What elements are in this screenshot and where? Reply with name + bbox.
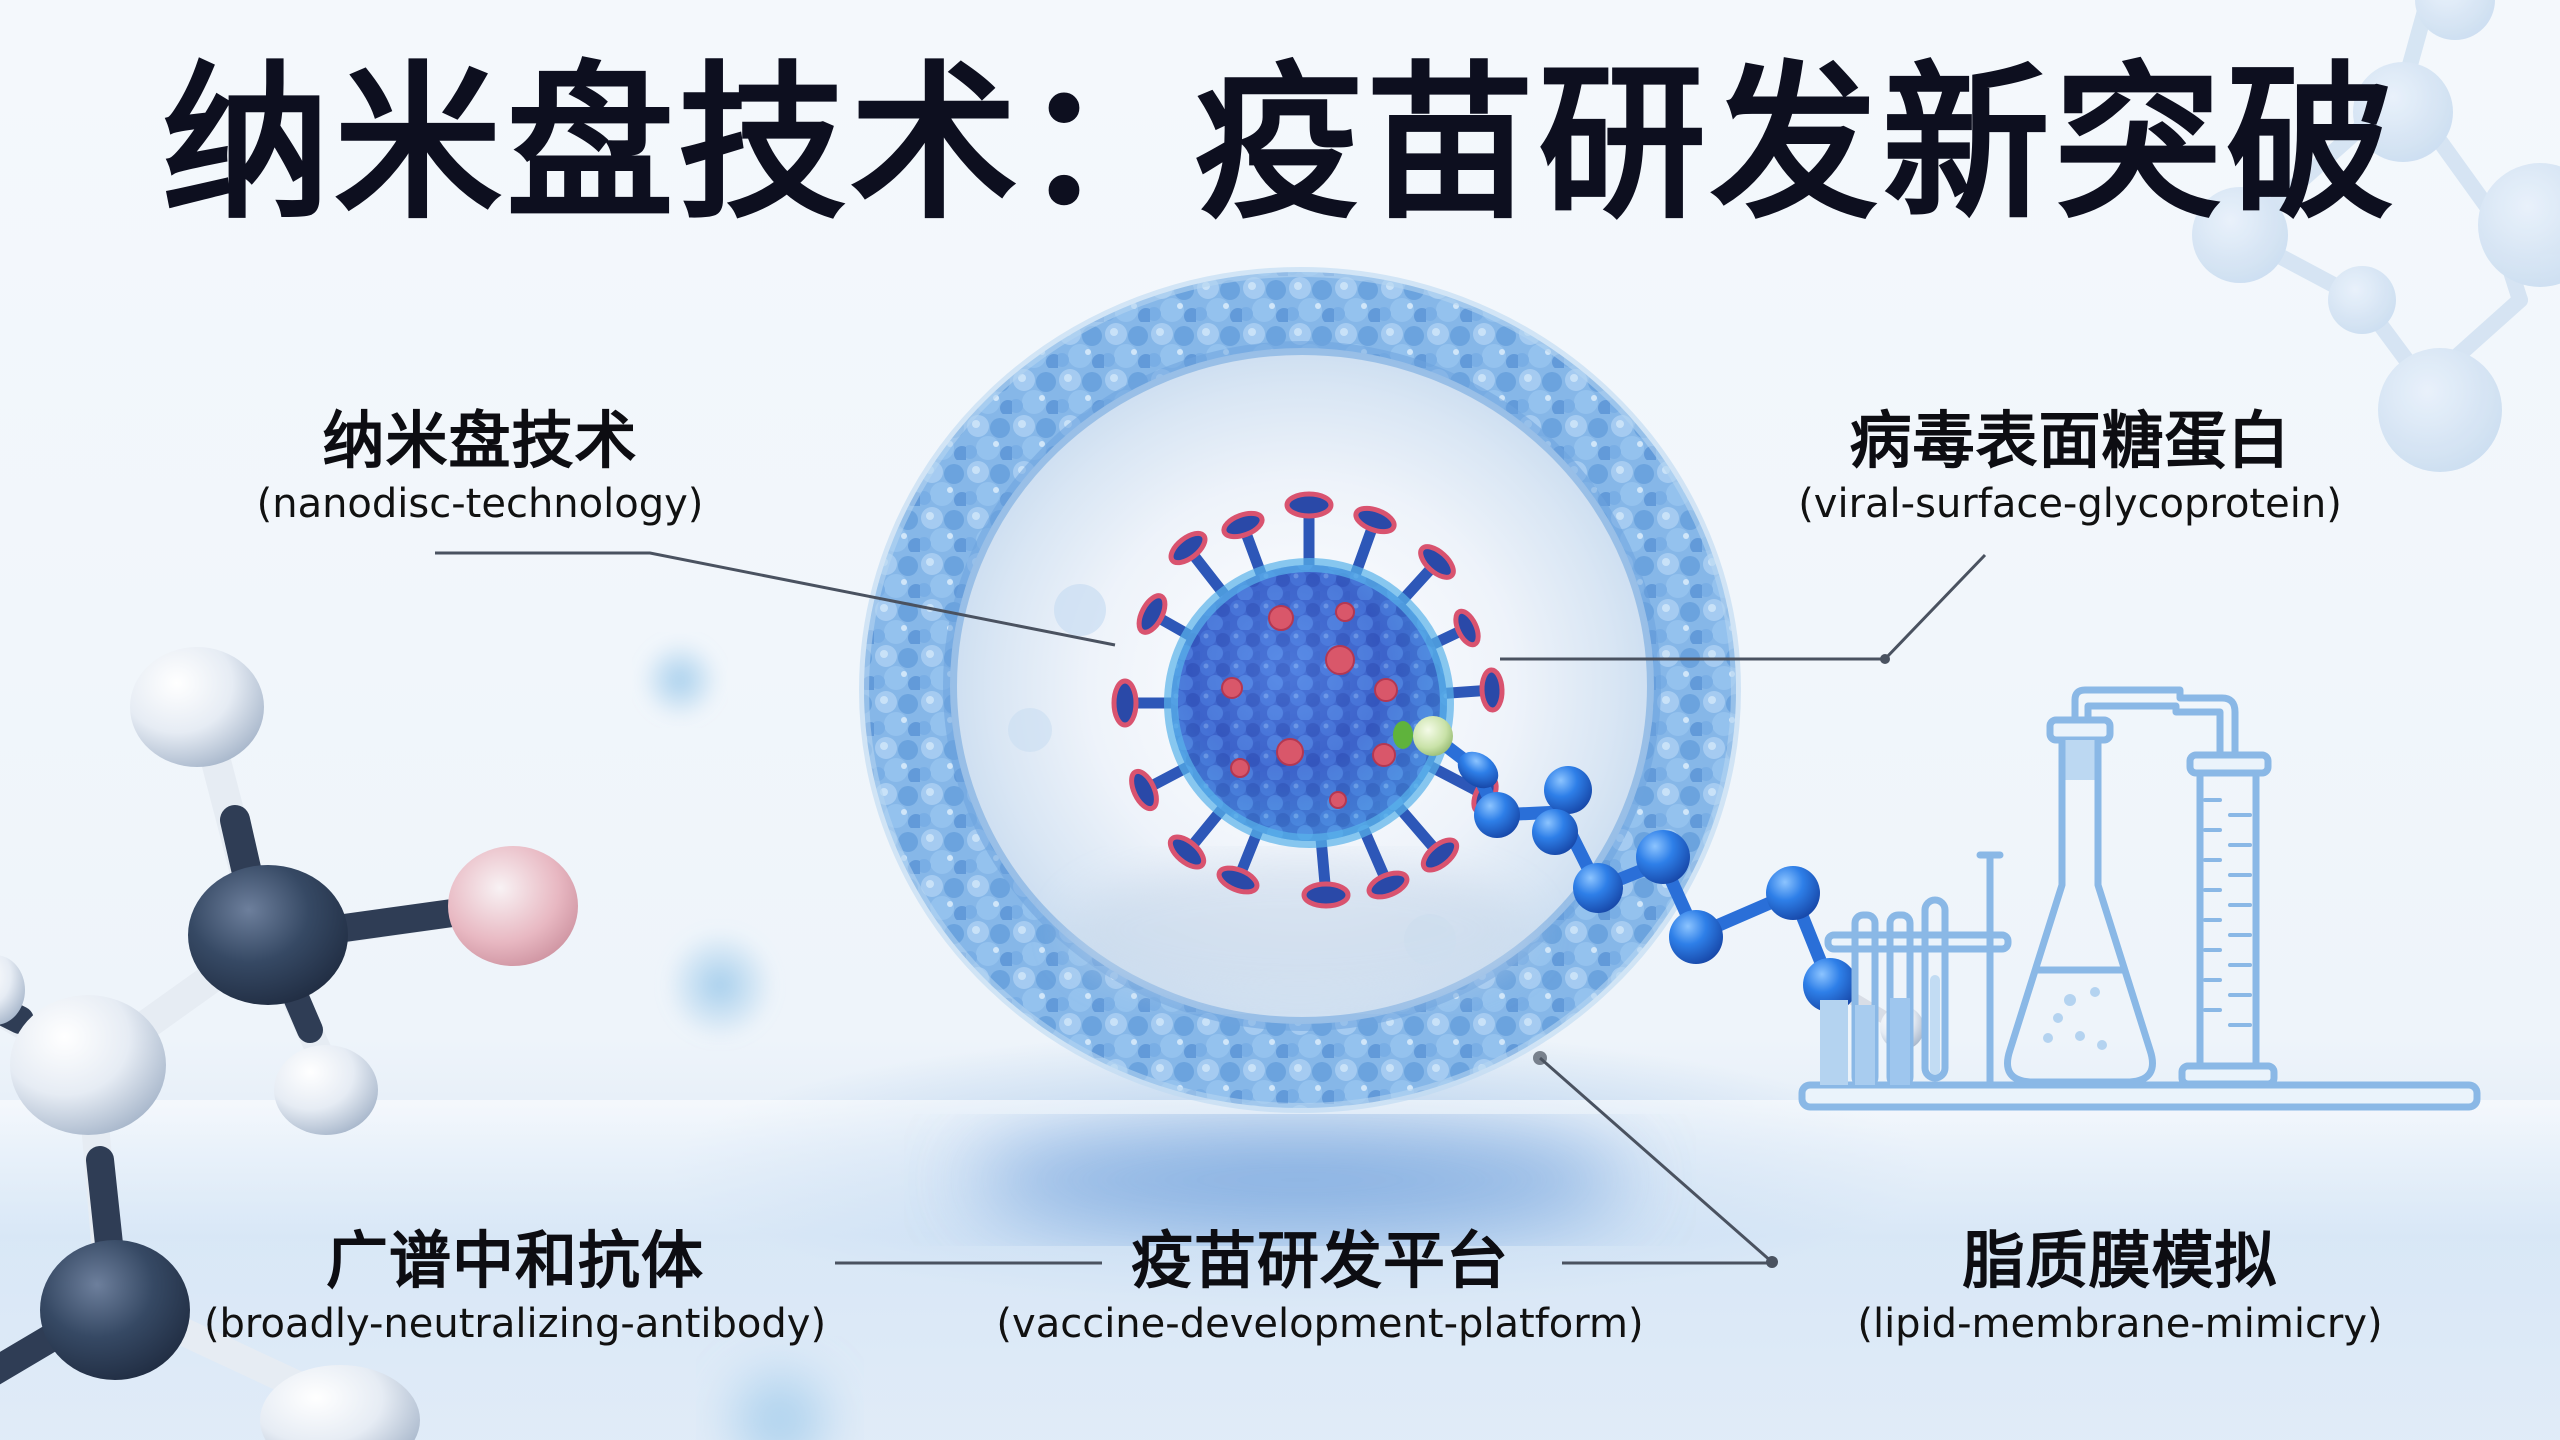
background-bubbles-icon	[640, 640, 850, 1440]
leader-line-dots	[1533, 654, 1890, 1268]
label-vaccine-development-platform: 疫苗研发平台 (vaccine-development-platform)	[990, 1225, 1650, 1348]
label-en: (viral-surface-glycoprotein)	[1798, 481, 2342, 528]
label-zh: 广谱中和抗体	[325, 1224, 704, 1297]
ball-and-stick-molecule-icon	[0, 647, 578, 1440]
faded-molecule-network-icon	[2192, 0, 2560, 472]
label-en: (vaccine-development-platform)	[996, 1301, 1644, 1348]
leader-line-lipid	[1539, 1056, 1773, 1264]
leader-line-nanodisc	[435, 551, 1116, 647]
label-zh: 纳米盘技术	[322, 404, 638, 477]
label-en: (lipid-membrane-mimicry)	[1857, 1301, 2383, 1348]
sphere-shadow	[970, 1125, 1630, 1235]
label-zh: 病毒表面糖蛋白	[1849, 404, 2291, 477]
label-lipid-membrane-mimicry: 脂质膜模拟 (lipid-membrane-mimicry)	[1830, 1225, 2410, 1348]
label-zh: 脂质膜模拟	[1962, 1224, 2278, 1297]
label-broadly-neutralizing-antibody: 广谱中和抗体 (broadly-neutralizing-antibody)	[185, 1225, 845, 1348]
label-en: (broadly-neutralizing-antibody)	[203, 1301, 827, 1348]
lab-glassware-icon	[1798, 686, 2481, 1111]
label-zh: 疫苗研发平台	[1130, 1224, 1509, 1297]
virus-particle-icon	[1111, 491, 1505, 909]
page-title: 纳米盘技术：疫苗研发新突破	[162, 46, 2398, 242]
label-nanodisc-technology: 纳米盘技术 (nanodisc-technology)	[220, 405, 740, 528]
label-en: (nanodisc-technology)	[256, 481, 704, 528]
label-viral-surface-glycoprotein: 病毒表面糖蛋白 (viral-surface-glycoprotein)	[1780, 405, 2360, 528]
